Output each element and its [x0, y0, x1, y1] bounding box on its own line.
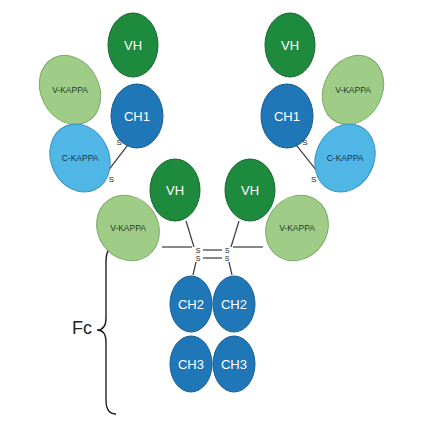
domain-ellipse	[264, 12, 316, 78]
antibody-domain: C-KAPPA	[50, 122, 110, 194]
hinge-bond	[203, 249, 222, 250]
domain-ellipse	[266, 193, 328, 263]
antibody-domain: VH	[264, 12, 316, 78]
domain-ellipse	[169, 275, 213, 333]
domain-ellipse	[169, 335, 213, 393]
domain-ellipse	[149, 158, 201, 222]
domain-label: V-KAPPA	[335, 85, 371, 95]
antibody-domain: V-KAPPA	[266, 193, 328, 263]
domain-ellipse-shape	[304, 114, 386, 202]
sulfur-label: S	[196, 255, 201, 262]
domain-ellipse-shape	[27, 45, 112, 136]
hinge-bond	[203, 257, 222, 258]
domain-ellipse-shape	[253, 183, 341, 273]
sulfur-label: S	[302, 139, 307, 147]
antibody-domain: C-KAPPA	[315, 122, 375, 194]
antibody-domain: VH	[107, 12, 159, 78]
antibody-domain: CH2	[212, 275, 256, 333]
fc-brace	[97, 246, 116, 414]
domain-ellipse-shape	[213, 336, 255, 392]
domain-ellipse	[107, 12, 159, 78]
antibody-domain: VH	[149, 158, 201, 222]
domain-ellipse	[224, 158, 276, 222]
domain-ellipse	[315, 122, 375, 194]
domain-ellipse-shape	[310, 45, 395, 136]
domain-label: CH2	[221, 297, 247, 312]
light-chain-link	[233, 246, 263, 247]
domain-ellipse-shape	[150, 159, 200, 221]
domain-ellipse-shape	[39, 114, 121, 202]
domain-label: C-KAPPA	[327, 153, 364, 163]
domain-ellipse	[212, 275, 256, 333]
domain-ellipse-shape	[261, 84, 313, 148]
domain-ellipse	[40, 53, 100, 127]
domain-ellipse-shape	[225, 159, 275, 221]
heavy-chain-link	[186, 221, 194, 247]
domain-label: CH1	[124, 109, 150, 124]
domain-label: C-KAPPA	[62, 153, 99, 163]
domain-label: VH	[166, 183, 184, 198]
antibody-domain: V-KAPPA	[40, 53, 100, 127]
sulfur-label: S	[225, 255, 230, 262]
sulfur-label: S	[311, 176, 316, 184]
antibody-domain: VH	[224, 158, 276, 222]
domain-label: CH3	[178, 357, 204, 372]
domain-ellipse-shape	[265, 13, 315, 77]
domain-label: CH1	[274, 109, 300, 124]
domain-ellipse	[50, 122, 110, 194]
sulfur-label: S	[225, 247, 230, 254]
light-chain-link	[162, 246, 192, 247]
domain-label: CH3	[221, 357, 247, 372]
domain-ellipse-shape	[170, 276, 212, 332]
sulfur-label: S	[196, 247, 201, 254]
antibody-domain: CH3	[169, 335, 213, 393]
domain-label: VH	[124, 38, 142, 53]
domain-label: V-KAPPA	[279, 223, 315, 233]
domain-label: CH2	[178, 297, 204, 312]
domain-ellipse	[212, 335, 256, 393]
domain-label: V-KAPPA	[110, 223, 146, 233]
antibody-domain: V-KAPPA	[323, 53, 383, 127]
antibody-domain: CH2	[169, 275, 213, 333]
sulfur-label: S	[109, 176, 114, 184]
domain-ellipse-shape	[84, 183, 172, 273]
domain-ellipse-shape	[213, 276, 255, 332]
domain-ellipse	[323, 53, 383, 127]
heavy-chain-link	[193, 262, 196, 275]
domain-ellipse	[97, 193, 159, 263]
domain-ellipse-shape	[108, 13, 158, 77]
antibody-domain: CH3	[212, 335, 256, 393]
heavy-chain-link	[229, 262, 232, 275]
region-label: Fc	[72, 319, 92, 337]
domain-ellipse-shape	[111, 84, 163, 148]
domain-label: VH	[281, 38, 299, 53]
sulfur-label: S	[116, 139, 121, 147]
heavy-chain-link	[231, 221, 239, 247]
domain-label: VH	[241, 183, 259, 198]
domain-label: V-KAPPA	[52, 85, 88, 95]
antibody-domain: V-KAPPA	[97, 193, 159, 263]
domain-ellipse-shape	[170, 336, 212, 392]
